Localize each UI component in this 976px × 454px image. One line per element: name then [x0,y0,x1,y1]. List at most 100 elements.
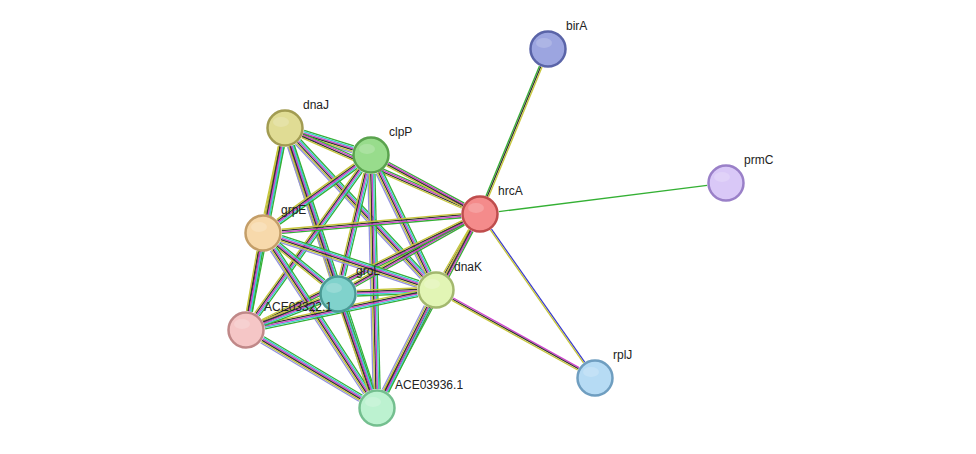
node-circle [266,109,304,147]
protein-label: grpE [281,203,306,217]
evidence-line [261,343,359,402]
node-highlight [468,203,484,213]
evidence-line [282,237,419,282]
interaction-edge [247,251,263,312]
node-circle [244,214,282,252]
evidence-line [382,305,424,389]
interaction-edge [486,66,542,197]
evidence-line [279,244,325,281]
node-highlight [359,144,375,154]
interaction-edge [342,311,374,391]
protein-label: birA [566,19,587,33]
protein-node: prmC [707,164,745,202]
protein-label: rplJ [613,348,632,362]
evidence-line [262,340,360,399]
node-highlight [326,283,342,293]
evidence-line [486,66,540,196]
protein-label: groL [356,264,380,278]
protein-node: clpP [352,136,390,174]
evidence-line [282,215,461,231]
node-circle [358,389,396,427]
evidence-line [357,288,417,290]
evidence-line [347,311,374,389]
evidence-line [282,216,461,232]
evidence-line [282,214,461,230]
evidence-line [249,252,259,312]
evidence-line [342,313,369,391]
node-fill [268,111,303,146]
evidence-line [388,163,464,204]
protein-label: ACE03322.1 [264,300,332,314]
protein-node: birA [529,30,567,68]
protein-node: dnaK [417,271,455,309]
evidence-line [345,312,372,390]
evidence-line [487,67,541,197]
interaction-edge [384,230,473,392]
evidence-line [490,230,583,363]
evidence-line [344,312,371,390]
interaction-edge [261,337,363,402]
node-highlight [583,367,599,377]
node-highlight [424,279,440,289]
evidence-line [384,306,426,390]
protein-label: hrcA [498,184,523,198]
evidence-line [261,342,359,401]
evidence-line [263,339,361,398]
node-highlight [251,222,267,232]
interaction-edge [490,229,584,363]
node-circle [227,311,265,349]
node-fill [354,138,389,173]
evidence-line [343,312,370,390]
node-circle [417,271,455,309]
node-fill [246,216,281,251]
node-highlight [536,38,552,48]
evidence-line [282,218,461,234]
evidence-line [491,229,584,362]
protein-label: clpP [389,125,412,139]
protein-label: dnaK [454,260,482,274]
evidence-line [263,338,361,397]
node-fill [531,32,566,67]
interaction-edge [368,174,380,389]
node-fill [229,313,264,348]
evidence-line [288,147,368,391]
protein-label: ACE03936.1 [395,378,463,392]
evidence-line [389,162,465,203]
protein-node: ACE03936.1 [358,389,396,427]
protein-node: dnaJ [266,109,304,147]
evidence-line [278,166,355,222]
node-highlight [714,172,730,182]
node-circle [529,30,567,68]
evidence-line [264,337,362,396]
protein-node: rplJ [576,359,614,397]
evidence-line [387,165,463,206]
evidence-line [453,299,579,369]
evidence-line [247,251,257,311]
protein-label: dnaJ [303,98,329,112]
node-fill [360,391,395,426]
interaction-edge [282,214,462,234]
node-highlight [273,117,289,127]
node-circle [576,359,614,397]
protein-node: hrcA [461,195,499,233]
evidence-line [489,67,543,197]
node-highlight [365,397,381,407]
node-highlight [234,319,250,329]
evidence-line [499,185,707,211]
evidence-line [452,300,578,370]
interaction-edge [499,185,707,211]
node-fill [419,273,454,308]
node-fill [709,166,744,201]
protein-node: ACE03322.1 [227,311,265,349]
interaction-edge [387,162,465,207]
interaction-edge [452,298,579,370]
evidence-line [387,166,463,207]
evidence-line [248,251,258,311]
node-circle [707,164,745,202]
protein-label: prmC [744,153,773,167]
evidence-line [278,245,324,282]
evidence-line [282,236,419,281]
node-fill [578,361,613,396]
evidence-line [368,174,373,389]
